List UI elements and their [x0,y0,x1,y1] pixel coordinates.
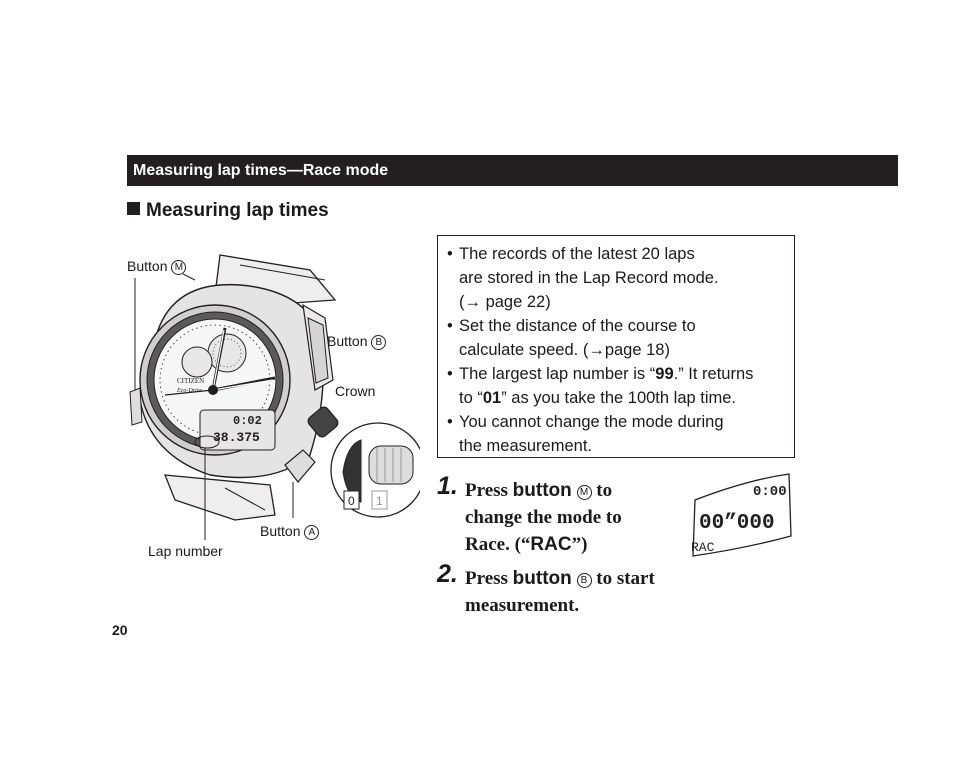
dial-digital-top: 0:02 [233,414,262,428]
label-button-b-text: Button [327,333,368,349]
note-3-value-99: 99 [655,365,674,383]
m-circle-icon: M [576,485,592,500]
step-1-line-2: change the mode to [465,507,622,528]
note-1-line-1: The records of the latest 20 laps [459,245,695,263]
step-1-line-3c: ”) [571,534,588,555]
note-2-line-1: Set the distance of the course to [459,317,696,335]
b-circle-icon: B [576,573,592,588]
step-2-button-word: button [512,568,572,589]
label-button-m: Button M [127,258,187,275]
dial-sub-brand: Eco-Drive [176,388,202,394]
watch-illustration: 0:02 38.375 CITIZEN Eco-Drive 0 1 [125,250,426,570]
step-2: 2. Press button B to start measurement. [437,561,655,619]
label-button-m-text: Button [127,258,168,274]
step-1-number: 1. [437,472,458,500]
step-1: 1. Press button M to change the mode to … [437,473,622,558]
lcd-drawing: 0:00 00”000 RAC [691,473,792,557]
dial-brand: CITIZEN [177,377,204,385]
label-crown: Crown [335,383,376,399]
note-lap-records: The records of the latest 20 laps are st… [446,242,786,314]
note-3-text-b: .” It returns [673,365,754,383]
notes-box: The records of the latest 20 laps are st… [437,235,795,458]
note-1-line-2: are stored in the Lap Record mode. [459,269,719,287]
note-4-line-2: the measurement. [459,437,592,455]
lcd-main-time: 00”000 [699,512,775,535]
step-1-to: to [591,480,613,501]
step-2-line-2: measurement. [465,595,580,616]
step-2-press: Press [465,568,513,589]
section-title-text: Measuring lap times [146,200,329,221]
dial-digital-main: 38.375 [213,430,260,445]
note-3-text-c: to “ [459,389,483,407]
note-course-distance: Set the distance of the course to calcul… [446,314,786,362]
step-1-rac: RAC [530,534,572,555]
note-1-line-3: (→ page 22) [459,293,551,311]
lcd-top-time: 0:00 [753,484,787,500]
crown-position-0: 0 [348,494,355,508]
lcd-display: 0:00 00”000 RAC [687,472,794,558]
step-1-press: Press [465,480,513,501]
step-1-line-3a: Race. (“ [465,534,531,555]
note-3-text-a: The largest lap number is “ [459,365,656,383]
crown-position-1: 1 [376,494,383,508]
note-4-line-1: You cannot change the mode during [459,413,724,431]
note-mode-change: You cannot change the mode during the me… [446,410,786,458]
note-2-line-2: calculate speed. (→page 18) [459,341,670,359]
label-button-b: Button B [327,333,387,350]
b-circle-icon: B [371,335,387,350]
note-3-value-01: 01 [482,389,502,407]
note-largest-lap: The largest lap number is “99.” It retur… [446,362,786,410]
lcd-mode: RAC [691,540,715,555]
m-circle-icon: M [171,260,187,275]
section-header-bar: Measuring lap times—Race mode [127,155,898,186]
step-2-rest: to start [591,568,655,589]
label-button-a-text: Button [260,523,301,539]
step-2-number: 2. [437,560,458,588]
section-title: Measuring lap times [127,200,329,222]
a-circle-icon: A [304,525,320,540]
label-lap-number: Lap number [148,543,223,559]
page-number: 20 [112,622,128,638]
note-3-text-d: ” as you take the 100th lap time. [501,389,737,407]
watch-drawing: 0:02 38.375 CITIZEN Eco-Drive 0 1 [129,254,426,540]
square-bullet-icon [127,202,140,215]
label-button-a: Button A [260,523,320,540]
section-header-title: Measuring lap times—Race mode [133,162,389,179]
step-1-button-word: button [512,480,572,501]
